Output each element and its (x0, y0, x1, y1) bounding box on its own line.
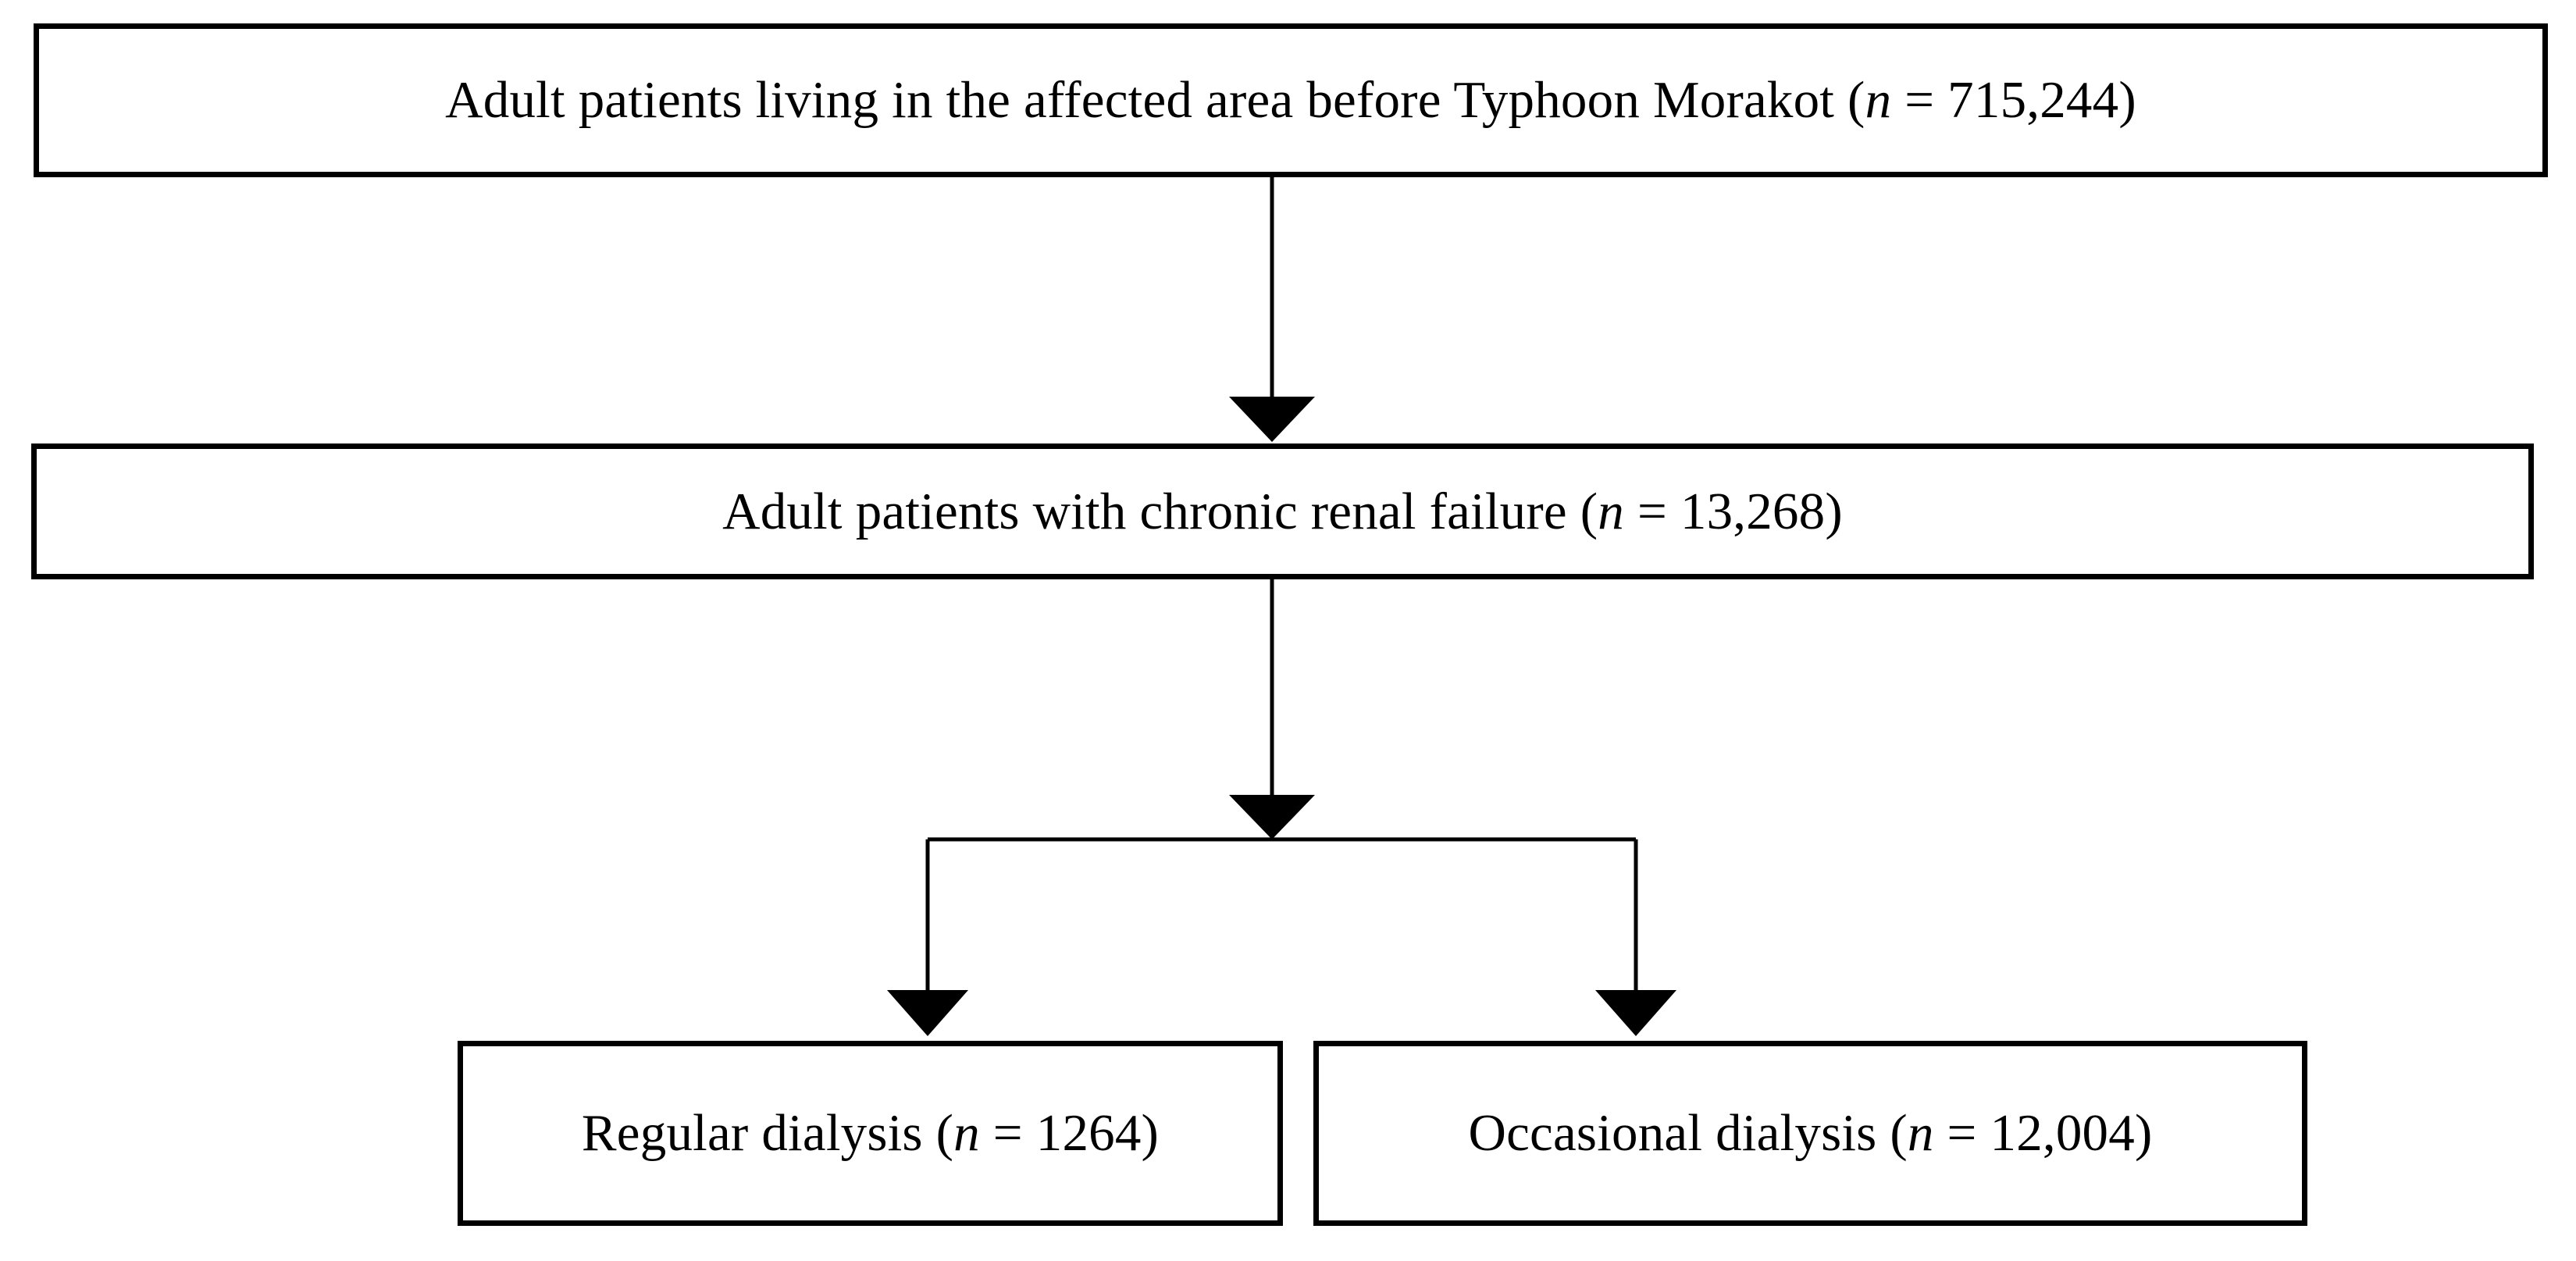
node-regular-dialysis-label: Regular dialysis (n = 1264) (571, 1105, 1170, 1161)
node-crf-n-symbol: n (1598, 482, 1624, 540)
arrow-split-to-occasional-head (1595, 990, 1676, 1036)
node-cohort-text-before: Adult patients living in the affected ar… (445, 71, 1865, 130)
node-cohort-text-after: = 715,244) (1891, 71, 2136, 130)
node-regular-dialysis: Regular dialysis (n = 1264) (458, 1041, 1283, 1226)
node-cohort-n-symbol: n (1865, 71, 1892, 130)
node-occasional-dialysis: Occasional dialysis (n = 12,004) (1313, 1041, 2307, 1226)
node-cohort-label: Adult patients living in the affected ar… (434, 72, 2147, 128)
node-chronic-renal-failure-label: Adult patients with chronic renal failur… (711, 483, 1854, 540)
arrow-crf-to-split-head (1229, 795, 1315, 839)
node-crf-text-after: = 13,268) (1624, 482, 1843, 540)
node-occ-n-symbol: n (1907, 1104, 1934, 1163)
node-regular-text-before: Regular dialysis ( (581, 1104, 954, 1163)
node-occ-text-before: Occasional dialysis ( (1468, 1104, 1908, 1163)
node-occasional-dialysis-label: Occasional dialysis (n = 12,004) (1458, 1105, 2164, 1161)
node-regular-text-after: = 1264) (979, 1104, 1160, 1163)
node-occ-text-after: = 12,004) (1933, 1104, 2153, 1163)
arrow-split-to-regular-head (887, 990, 968, 1036)
node-regular-n-symbol: n (953, 1104, 980, 1163)
arrow-cohort-to-crf-head (1229, 397, 1315, 442)
node-crf-text-before: Adult patients with chronic renal failur… (722, 482, 1598, 540)
node-cohort: Adult patients living in the affected ar… (34, 23, 2548, 177)
node-chronic-renal-failure: Adult patients with chronic renal failur… (31, 443, 2534, 579)
